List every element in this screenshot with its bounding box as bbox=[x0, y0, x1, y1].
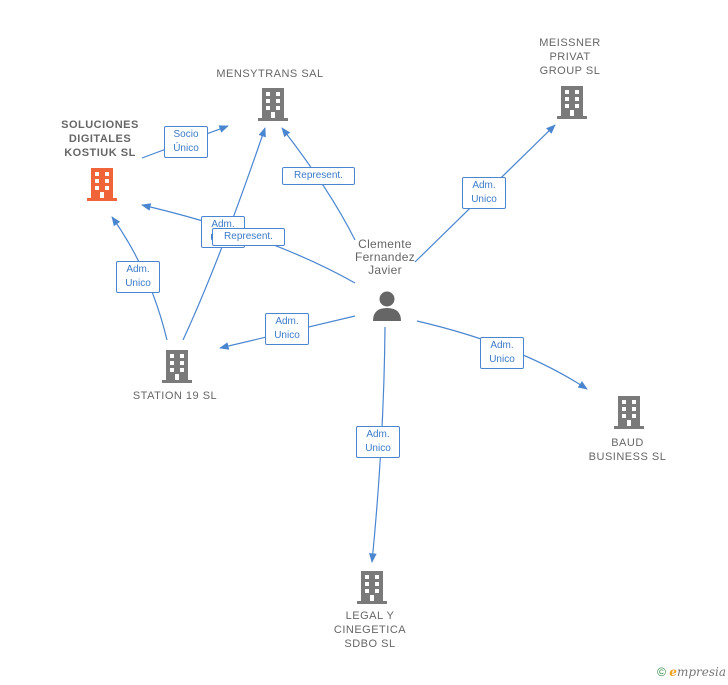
building-icon bbox=[614, 396, 644, 429]
node-label-meissner[interactable]: MEISSNER PRIVAT GROUP SL bbox=[539, 37, 601, 77]
building-icon bbox=[162, 350, 192, 383]
node-label-baud[interactable]: BAUD BUSINESS SL bbox=[588, 437, 667, 463]
brand-name: mpresia bbox=[676, 665, 726, 679]
building-icon bbox=[357, 571, 387, 604]
edge-label-adm-unico: Adm. Unico bbox=[356, 426, 400, 458]
edge-label-adm-unico: Adm. Unico bbox=[480, 337, 524, 369]
edge-label-adm-unico: Adm. Unico bbox=[462, 177, 506, 209]
node-label-mensytrans[interactable]: MENSYTRANS SAL bbox=[216, 68, 324, 80]
edge-label-socio-unico: Socio Único bbox=[164, 126, 208, 158]
brand-logo: e bbox=[669, 665, 677, 679]
edge-label-represent: Represent. bbox=[282, 167, 355, 185]
node-label-legal[interactable]: LEGAL Y CINEGETICA SDBO SL bbox=[333, 610, 407, 650]
building-icon bbox=[87, 168, 117, 201]
node-label-station[interactable]: STATION 19 SL bbox=[132, 390, 218, 402]
node-label-person[interactable]: Clemente Fernandez Javier bbox=[354, 237, 416, 277]
edge-person-mensytrans bbox=[281, 127, 356, 241]
brand-footer[interactable]: © empresia bbox=[657, 665, 726, 679]
node-label-soluciones[interactable]: SOLUCIONES DIGITALES KOSTIUK SL bbox=[61, 119, 139, 159]
edge-label-represent: Represent. bbox=[212, 228, 285, 246]
copyright-icon: © bbox=[657, 665, 666, 679]
edge-label-adm-unico: Adm. Unico bbox=[265, 313, 309, 345]
person-icon bbox=[373, 291, 401, 321]
edge-label-adm-unico: Adm. Unico bbox=[116, 261, 160, 293]
building-icon bbox=[557, 86, 587, 119]
building-icon bbox=[258, 88, 288, 121]
